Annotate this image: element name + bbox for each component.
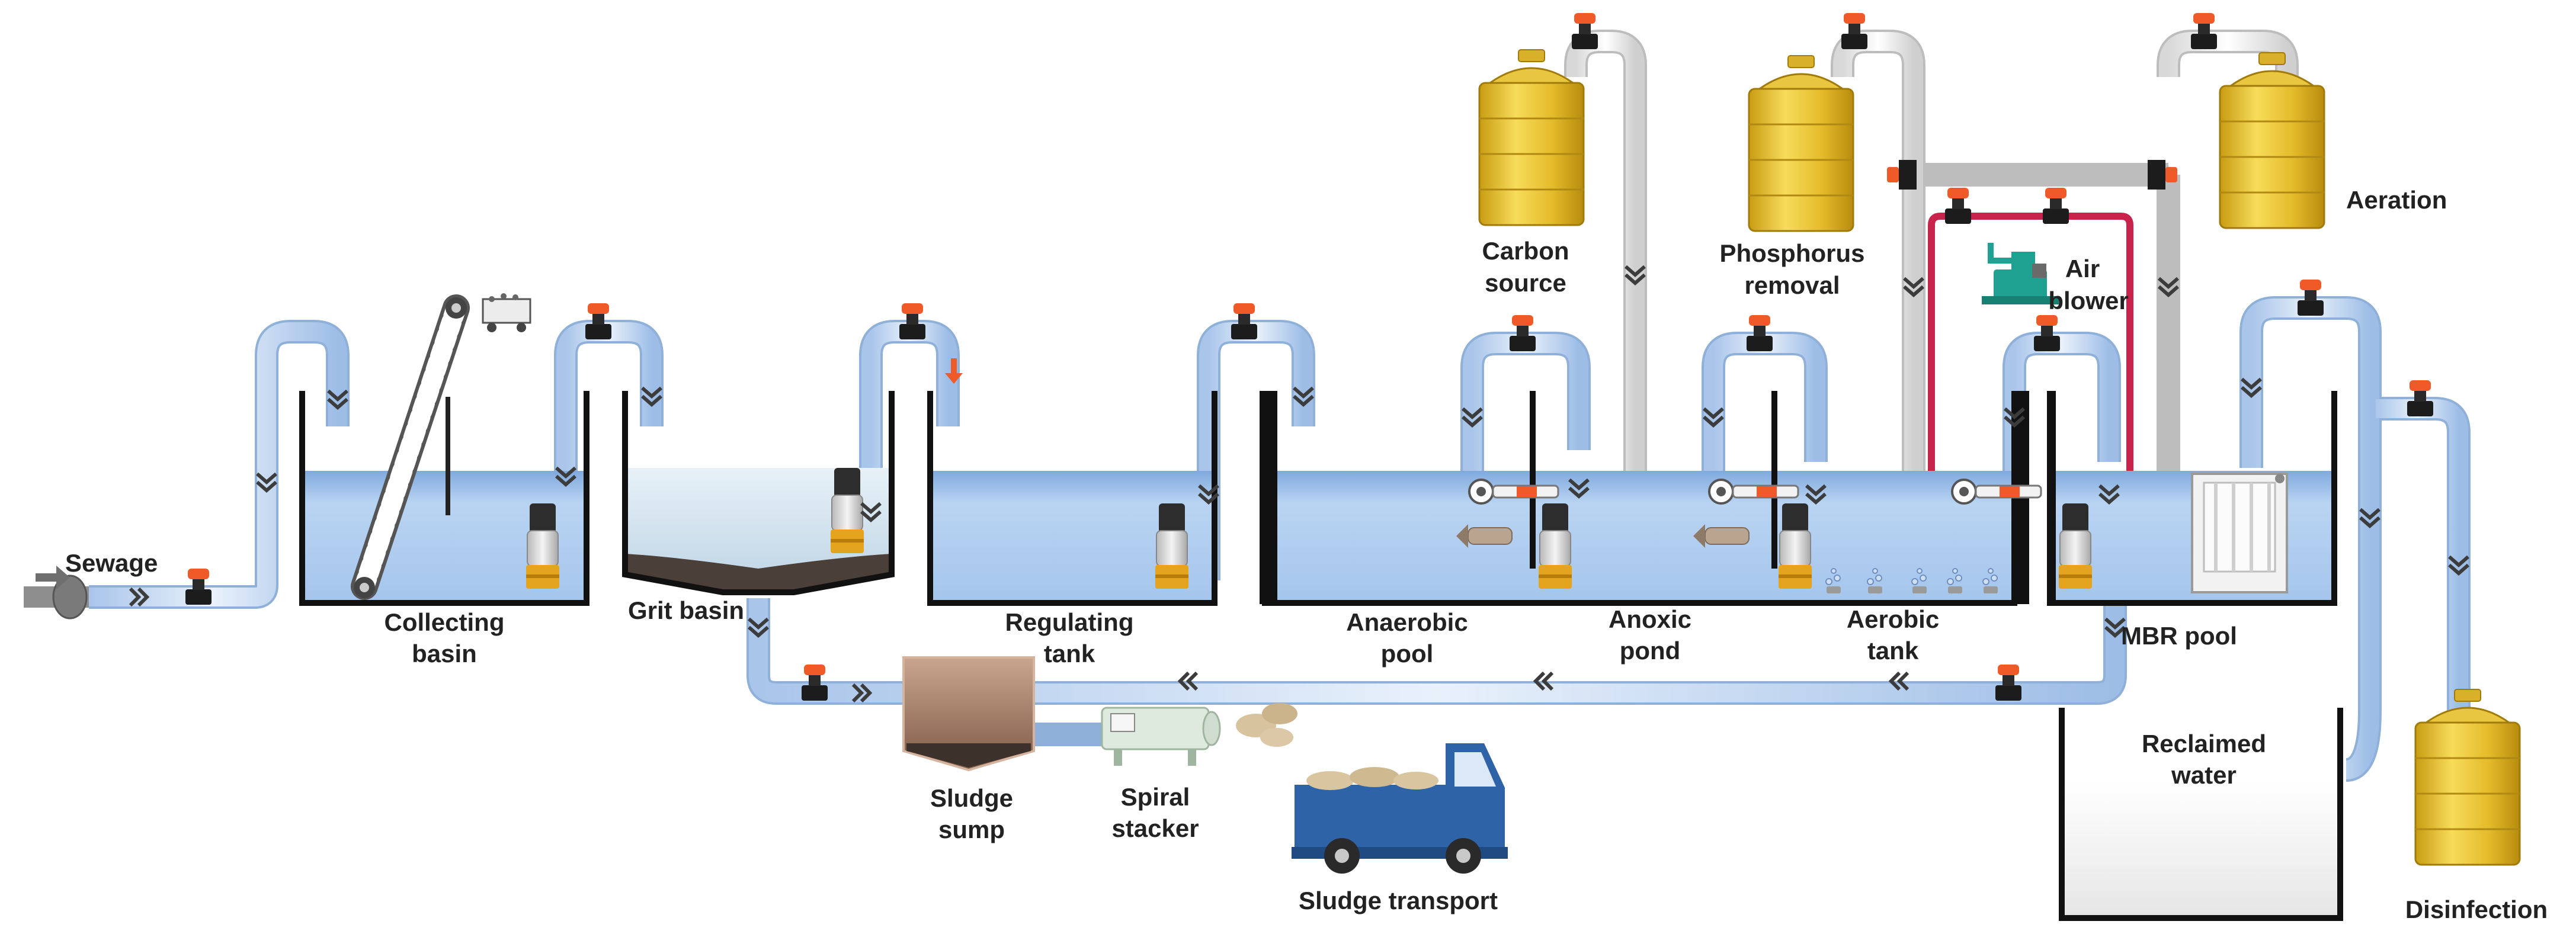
spiral-stacker — [1101, 707, 1221, 766]
label-aeration: Aeration — [2346, 186, 2447, 214]
label-mbr-pool: MBR pool — [2121, 622, 2237, 650]
air-line — [1928, 213, 2133, 536]
membrane-module — [2191, 473, 2288, 593]
label-sewage: Sewage — [65, 549, 158, 577]
label-carbon-source-2: source — [1485, 269, 1566, 297]
label-collecting-basin-1: Collecting — [384, 608, 504, 636]
label-aerobic-tank-1: Aerobic — [1847, 605, 1939, 633]
sludge-truck — [1292, 743, 1508, 874]
labels: Sewage Collecting basin Grit basin Regul… — [65, 186, 2548, 923]
label-phosphorus-removal-1: Phosphorus — [1719, 239, 1864, 267]
label-spiral-stacker-2: stacker — [1111, 814, 1199, 842]
label-phosphorus-removal-2: removal — [1744, 271, 1840, 299]
label-reclaimed-water-1: Reclaimed — [2142, 730, 2266, 758]
label-air-blower-1: Air — [2065, 255, 2100, 283]
dosing-pipes — [1564, 30, 2299, 480]
label-reclaimed-water-2: water — [2171, 761, 2237, 789]
label-grit-basin: Grit basin — [628, 596, 744, 624]
bar-screen-conveyor — [351, 293, 531, 600]
label-aerobic-tank-2: tank — [1867, 637, 1919, 665]
label-anaerobic-pool-2: pool — [1381, 640, 1434, 667]
sludge-cakes — [1236, 703, 1297, 747]
label-collecting-basin-2: basin — [412, 640, 477, 667]
grit-basin — [622, 391, 895, 595]
label-anoxic-pond-1: Anoxic — [1609, 605, 1691, 633]
label-spiral-stacker-1: Spiral — [1121, 783, 1190, 811]
label-carbon-source-1: Carbon — [1482, 237, 1569, 265]
debris-cart — [482, 293, 531, 332]
sludge-sump — [902, 656, 1035, 772]
label-disinfection: Disinfection — [2405, 896, 2548, 923]
label-air-blower-2: blower — [2048, 287, 2128, 314]
label-anaerobic-pool-1: Anaerobic — [1346, 608, 1468, 636]
label-sludge-sump-1: Sludge — [930, 784, 1013, 812]
label-regulating-tank-2: tank — [1044, 640, 1095, 667]
sewage-inlet — [24, 566, 89, 620]
reclaimed-water-tank — [2059, 708, 2343, 921]
label-anoxic-pond-2: pond — [1620, 637, 1681, 665]
valves — [185, 13, 2433, 701]
flow-arrows — [130, 267, 2468, 701]
label-regulating-tank-1: Regulating — [1005, 608, 1134, 636]
label-sludge-transport: Sludge transport — [1299, 887, 1498, 914]
air-blower — [1982, 243, 2059, 304]
label-sludge-sump-2: sump — [938, 816, 1005, 843]
